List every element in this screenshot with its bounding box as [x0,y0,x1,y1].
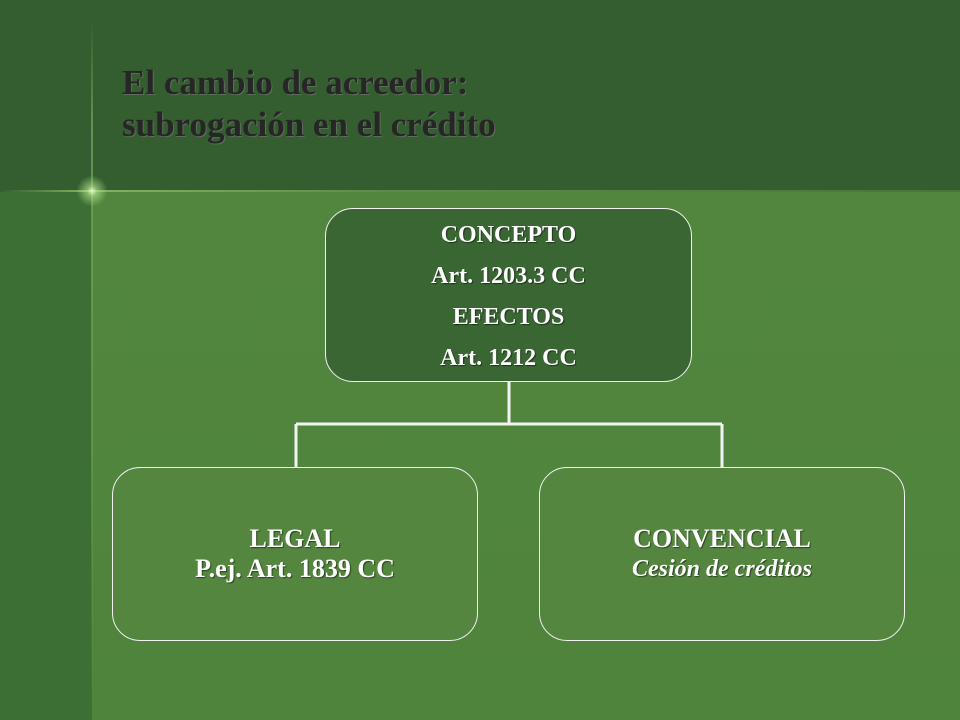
node-efectos-article: Art. 1212 CC [440,345,577,371]
node-concepto-article: Art. 1203.3 CC [431,263,586,289]
sparkle-icon [72,171,112,211]
decorative-vertical-line [91,20,93,720]
node-legal: LEGAL P.ej. Art. 1839 CC [112,467,478,641]
node-convencial-label: CONVENCIAL [633,524,811,553]
node-concepto-label: CONCEPTO [440,222,577,248]
node-convencial: CONVENCIAL Cesión de créditos [539,467,905,641]
node-concepto: CONCEPTO Art. 1203.3 CC EFECTOS Art. 121… [325,208,692,382]
decorative-horizontal-line [0,190,960,192]
slide-title: El cambio de acreedor: subrogación en el… [122,62,822,146]
node-efectos-label: EFECTOS [452,304,565,330]
header-background [0,0,960,192]
node-legal-example: P.ej. Art. 1839 CC [195,554,395,583]
left-band-background [0,192,92,720]
title-line-1: El cambio de acreedor: [122,63,469,102]
node-legal-label: LEGAL [249,524,341,553]
node-convencial-example: Cesión de créditos [632,556,812,582]
title-line-2: subrogación en el crédito [122,105,496,144]
